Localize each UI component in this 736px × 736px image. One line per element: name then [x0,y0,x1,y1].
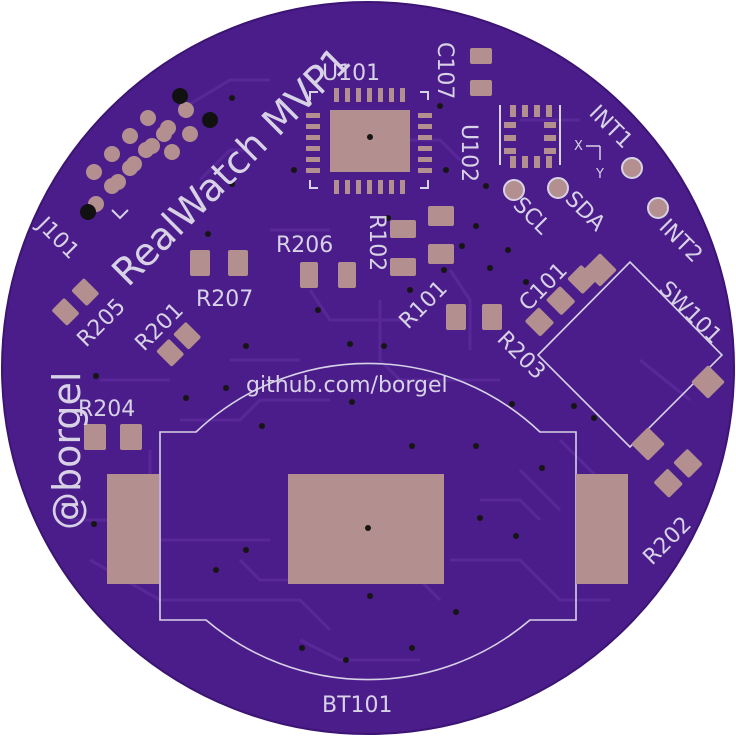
tp-sda [547,177,569,199]
axis-x-label: X [574,139,583,154]
c107-pad-b [470,80,492,96]
sw101-pad-bottom [631,427,665,461]
j101-connector [86,102,198,212]
u102-label: U102 [456,124,481,182]
r101-pad-b [428,244,454,264]
tp-int1 [621,157,643,179]
r102-label: R102 [364,214,389,271]
bt101-pad-left [107,474,159,584]
battery-outline [159,362,577,681]
u101-pins-bottom [334,180,405,194]
tp-int2 [647,197,669,219]
r203-pad-b [482,304,502,330]
r207-pad-a [190,250,210,276]
r202-pad-a [654,469,683,498]
u101-pins-left [306,113,320,173]
u101-outline [309,91,429,189]
r204-label: R204 [78,397,135,422]
c107-label: C107 [432,42,457,99]
r204-pad-b [120,424,142,450]
j101-pin1-marker [111,209,129,220]
r101-pad-a [428,206,454,226]
u102-pins [504,105,556,168]
r202-pad-b [674,449,703,478]
axis-arrows-icon [586,145,601,160]
c101-pad-b [546,286,575,315]
url-text: github.com/borgel [246,373,448,398]
u102-outline [499,105,561,165]
r207-pad-b [228,250,248,276]
u101-pins-right [418,113,432,173]
axis-y-label: Y [595,167,604,182]
r201-pad-a [156,339,184,367]
tp-scl [503,179,525,201]
bt101-label: BT101 [322,693,393,718]
r203-pad-a [446,304,466,330]
r206-pad-a [300,262,318,288]
bt101-pad-right [576,474,628,584]
r201-pad-b [173,322,201,350]
r102-pad-b [390,258,416,276]
sw101-pad-right [691,365,725,399]
r102-pad-a [390,220,416,238]
r204-pad-a [84,424,106,450]
u101-pins-top [334,88,405,102]
sw101-outline [536,260,724,449]
handle-text: @borgel [45,372,89,530]
r206-label: R206 [276,233,333,258]
u101-label: U101 [322,61,380,86]
c107-pad-a [470,48,492,64]
j101-holes [80,88,218,220]
test-points [503,157,669,219]
c101-pad-a [525,307,554,336]
r207-label: R207 [196,287,253,312]
vias [91,95,597,663]
traces [70,78,691,662]
u101-center-pad [330,110,410,172]
r205-pad-a [52,298,79,326]
r206-pad-b [338,262,356,288]
sw101-pad-top [583,253,617,287]
r205-pad-b [71,278,99,306]
